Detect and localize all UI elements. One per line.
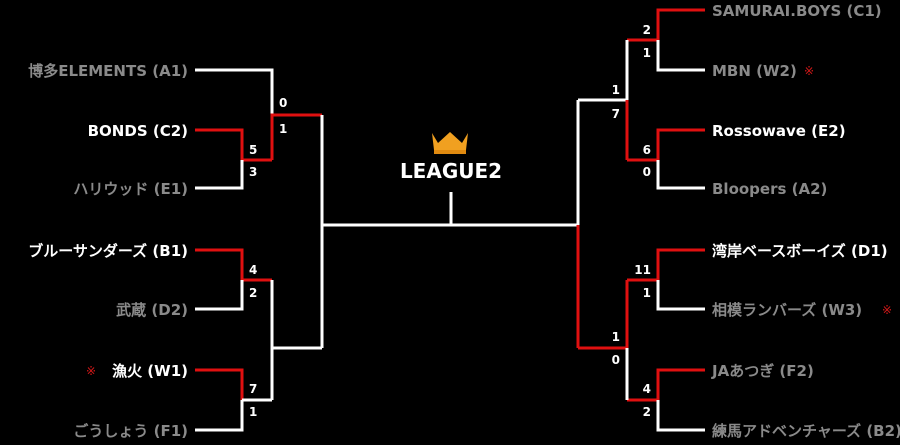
center-connector <box>322 192 578 227</box>
team-ja-atsugi: JAあつぎ (F2) <box>711 362 814 380</box>
team-sagami-lumbers: 相模ランバーズ (W3) <box>712 301 862 319</box>
team-hakata-elements: 博多ELEMENTS (A1) <box>28 62 188 80</box>
team-nerima-adventures: 練馬アドベンチャーズ (B2) <box>712 422 900 440</box>
score-hakata: 0 <box>279 96 287 110</box>
score-bonds-semi: 1 <box>279 122 287 136</box>
score-samurai: 2 <box>643 23 651 37</box>
right-bracket-lines <box>576 8 705 432</box>
team-musashi: 武蔵 (D2) <box>116 301 188 319</box>
score-lower-semi-top: 1 <box>612 330 620 344</box>
left-bracket-lines <box>195 68 324 432</box>
score-blue-thunders: 4 <box>249 263 257 277</box>
team-mbn: MBN (W2) <box>712 62 797 80</box>
note-mark-isaribi: ※ <box>86 364 96 378</box>
team-isaribi: 漁火 (W1) <box>112 362 188 380</box>
score-ja-atsugi: 4 <box>643 382 651 396</box>
note-mark-sagami: ※ <box>882 303 892 317</box>
team-bonds: BONDS (C2) <box>88 122 188 140</box>
score-mbn: 1 <box>643 46 651 60</box>
score-upper-semi-top: 1 <box>612 83 620 97</box>
team-blue-thunders: ブルーサンダーズ (B1) <box>28 242 188 260</box>
team-bloopers: Bloopers (A2) <box>712 180 827 198</box>
league-title: LEAGUE2 <box>400 159 502 183</box>
score-gosho: 1 <box>249 405 257 419</box>
score-bonds: 5 <box>249 143 257 157</box>
score-rossowave: 6 <box>643 143 651 157</box>
score-wangan: 11 <box>634 263 651 277</box>
score-nerima: 2 <box>643 405 651 419</box>
score-hollywood: 3 <box>249 165 257 179</box>
score-upper-semi-bottom: 7 <box>612 107 620 121</box>
score-bloopers: 0 <box>643 165 651 179</box>
score-musashi: 2 <box>249 286 257 300</box>
team-gosho: ごうしょう (F1) <box>73 422 188 440</box>
crown-icon <box>432 132 468 154</box>
note-mark-mbn: ※ <box>804 64 814 78</box>
team-wangan-baseboys: 湾岸ベースボーイズ (D1) <box>712 242 888 260</box>
score-sagami: 1 <box>643 286 651 300</box>
team-hollywood: ハリウッド (E1) <box>73 180 188 198</box>
team-samurai-boys: SAMURAI.BOYS (C1) <box>712 2 882 20</box>
score-lower-semi-bottom: 0 <box>612 353 620 367</box>
team-rossowave: Rossowave (E2) <box>712 122 846 140</box>
score-isaribi: 7 <box>249 382 257 396</box>
